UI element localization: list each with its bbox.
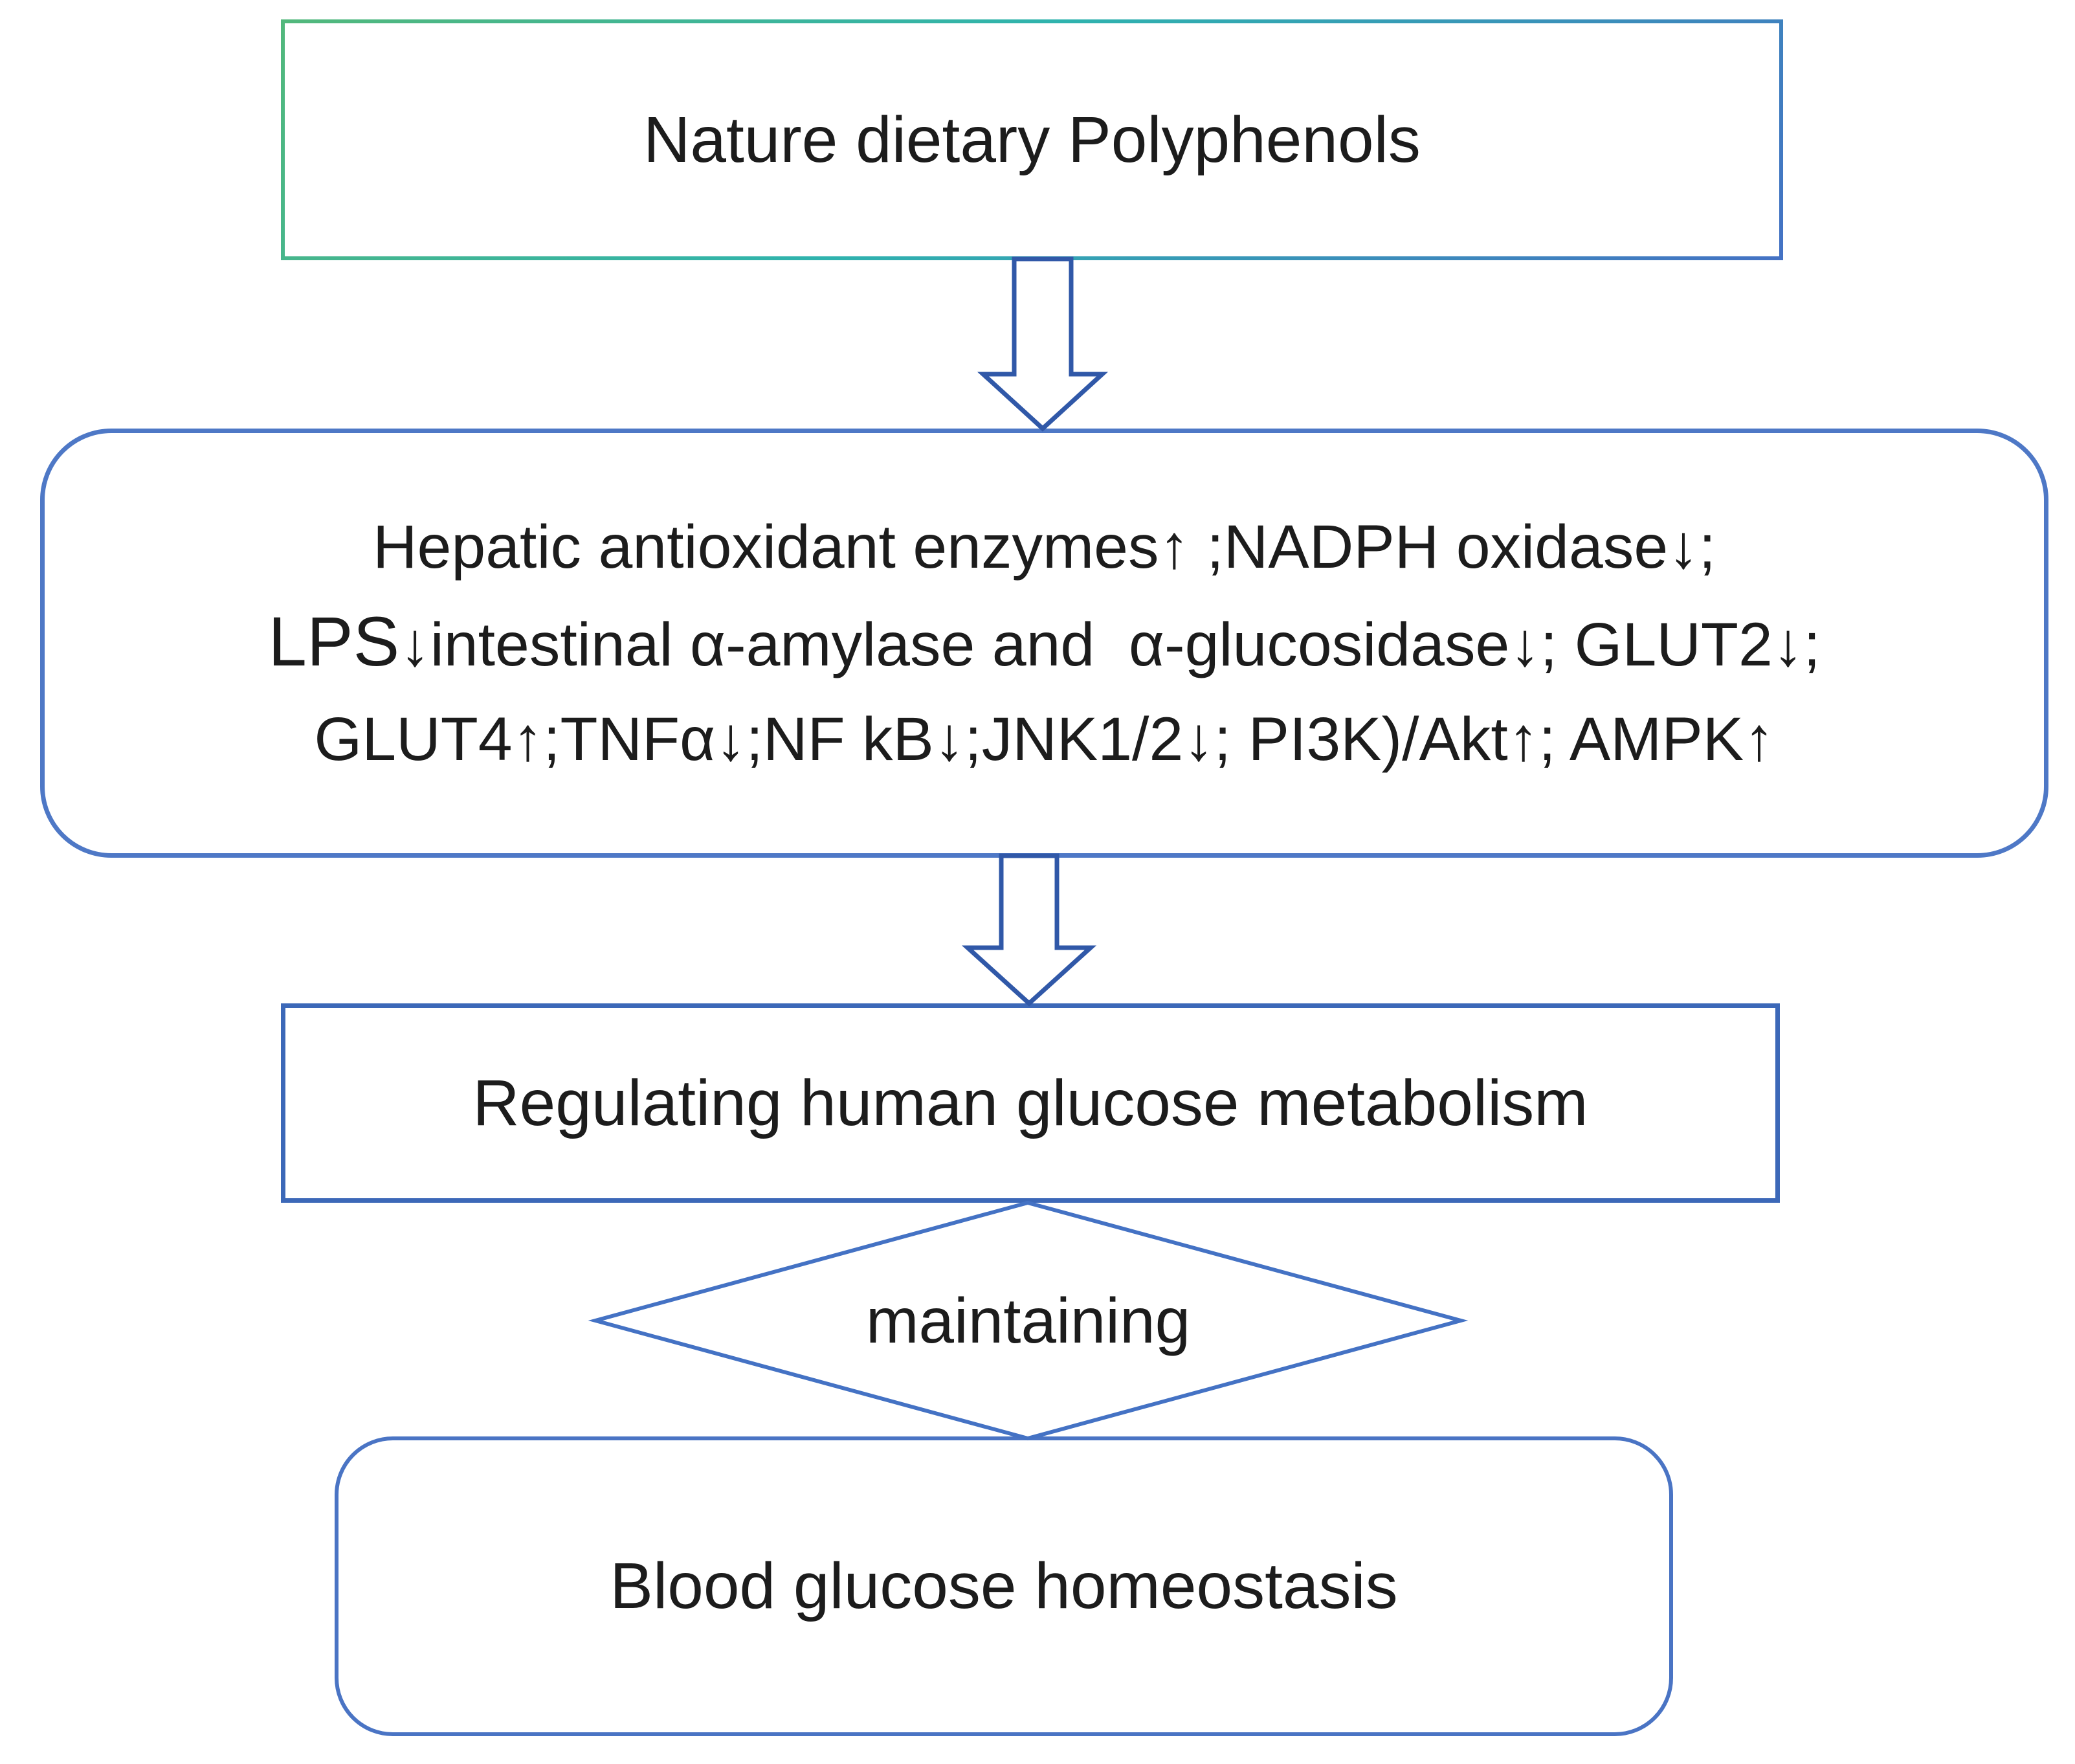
node-maintaining: maintaining bbox=[595, 1269, 1461, 1372]
block-arrow-down-icon bbox=[977, 256, 1109, 432]
mechanisms-line-2: LPS↓intestinal α-amylase and α-glucosida… bbox=[268, 594, 1820, 692]
mechanisms-line-1: Hepatic antioxidant enzymes↑ ;NADPH oxid… bbox=[372, 513, 1716, 581]
node-source-label: Nature dietary Polyphenols bbox=[643, 103, 1421, 176]
node-outcome-label: Regulating human glucose metabolism bbox=[472, 1066, 1588, 1139]
block-arrow-down-icon bbox=[961, 853, 1097, 1007]
node-regulating-glucose-metabolism: Regulating human glucose metabolism bbox=[281, 1003, 1780, 1203]
mechanisms-line-3: GLUT4↑;TNFα↓;NF kB↓;JNK1/2↓; PI3K)/Akt↑;… bbox=[314, 705, 1775, 774]
mechanisms-line-2-lps: LPS bbox=[268, 603, 400, 680]
node-result-label: Blood glucose homeostasis bbox=[610, 1550, 1398, 1622]
mechanisms-line-2-rest: ↓intestinal α-amylase and α-glucosidase↓… bbox=[399, 610, 1821, 679]
decision-label: maintaining bbox=[865, 1284, 1191, 1356]
node-nature-dietary-polyphenols: Nature dietary Polyphenols bbox=[281, 19, 1783, 260]
node-blood-glucose-homeostasis: Blood glucose homeostasis bbox=[335, 1436, 1673, 1736]
node-mechanisms: Hepatic antioxidant enzymes↑ ;NADPH oxid… bbox=[40, 429, 2048, 858]
